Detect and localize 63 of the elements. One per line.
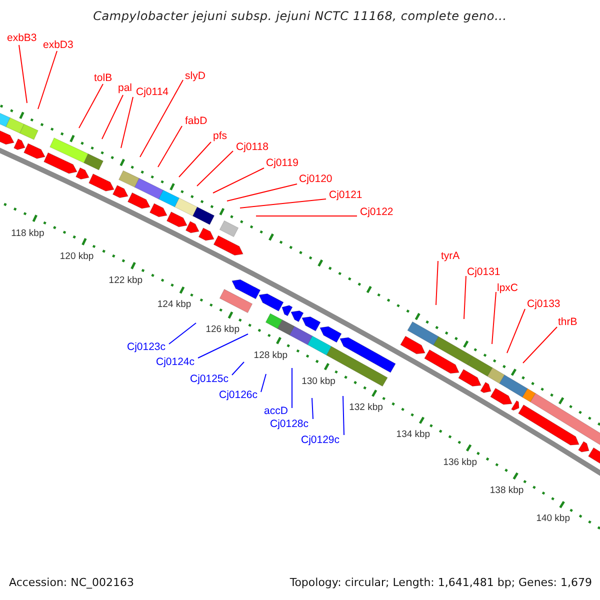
tick-label: 140 kbp: [536, 514, 570, 524]
leader-line: [240, 198, 326, 208]
leader-line: [436, 260, 438, 306]
gene-label: Cj0129c: [301, 434, 340, 446]
gene-label: Cj0114: [136, 86, 168, 98]
gene-label: Cj0133: [527, 298, 560, 310]
gene-label: Cj0123c: [127, 341, 166, 353]
leader-line: [492, 292, 496, 344]
genome-stats-text: Topology: circular; Length: 1,641,481 bp; Genes: 1,679: [290, 576, 592, 589]
gene-label: Cj0118: [236, 141, 268, 153]
gene-label: Cj0122: [360, 206, 394, 218]
gene-label: Cj0128c: [270, 418, 309, 430]
gene-label: Cj0119: [266, 157, 298, 169]
tick-label: 134 kbp: [396, 430, 430, 440]
tick-label: 124 kbp: [157, 300, 192, 310]
gene-label: Cj0124c: [156, 356, 195, 368]
gene-label: tolB: [94, 72, 112, 84]
gene-label: Cj0126c: [219, 389, 258, 401]
accession-text: Accession: NC_002163: [9, 576, 134, 589]
leader-line: [312, 398, 314, 420]
leader-line: [102, 94, 124, 140]
leader-line: [212, 168, 264, 194]
gene-label: slyD: [185, 70, 206, 82]
leader-line: [178, 142, 212, 178]
gene-label: pfs: [213, 130, 228, 142]
leader-line: [168, 322, 196, 344]
gene-label: lpxC: [497, 282, 518, 294]
tick-label: 132 kbp: [349, 403, 383, 413]
gene-label: exbB3: [7, 32, 37, 44]
leader-line: [198, 334, 248, 358]
tick-label: 120 kbp: [60, 252, 94, 262]
leader-line: [158, 126, 182, 168]
leader-line: [120, 96, 134, 148]
tick-label: 126 kbp: [206, 325, 240, 336]
tick-label: 118 kbp: [11, 228, 44, 239]
leader-line: [18, 44, 28, 104]
leader-line: [260, 374, 266, 392]
leader-line: [226, 184, 298, 202]
gene-label: Cj0125c: [190, 373, 229, 385]
gene-label: thrB: [558, 316, 578, 328]
tick-label: 138 kbp: [490, 486, 524, 496]
gene-label: Cj0131: [467, 266, 500, 278]
leader-line: [464, 276, 466, 320]
gene-label: pal: [118, 82, 132, 94]
gene-label: Cj0120: [299, 173, 332, 185]
tick-label: 130 kbp: [302, 376, 336, 386]
leader-line: [196, 150, 234, 186]
gene-label: accD: [264, 405, 288, 417]
leader-line: [506, 308, 526, 354]
leader-line: [342, 396, 344, 436]
leader-line: [38, 50, 58, 110]
diagram-title: Campylobacter jejuni subsp. jejuni NCTC 11168, complete geno...: [92, 9, 508, 24]
tick-label: 136 kbp: [443, 458, 477, 468]
gene-label: fabD: [185, 115, 208, 127]
gene-label: exbD3: [43, 39, 74, 51]
leader-line: [232, 362, 244, 376]
gene-label: Cj0121: [329, 189, 362, 201]
tick-label: 122 kbp: [108, 276, 143, 286]
leader-line: [140, 80, 184, 158]
gene-label: tyrA: [441, 250, 460, 262]
tick-label: 128 kbp: [254, 350, 288, 361]
leader-line: [78, 84, 104, 128]
leader-line: [522, 326, 558, 364]
